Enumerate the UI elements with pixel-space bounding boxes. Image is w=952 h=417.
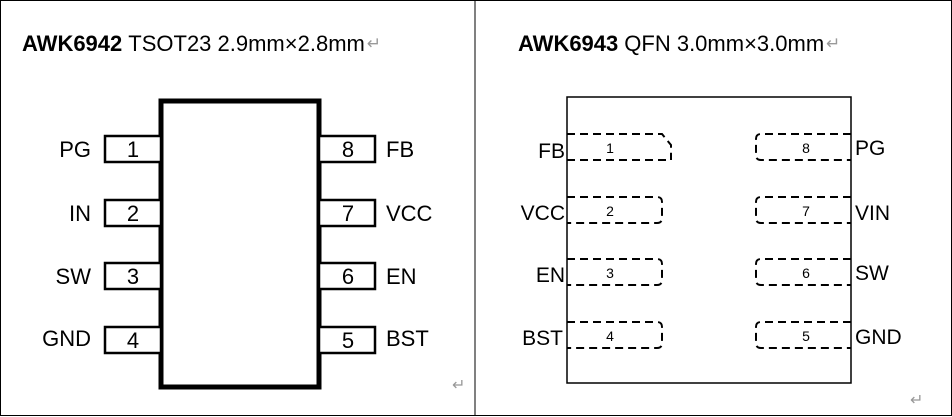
- pin-number: 7: [342, 201, 354, 226]
- qfn-pin-7: 7 VIN: [755, 196, 890, 225]
- cell-end-mark: ↵: [910, 392, 923, 409]
- pin-number: 7: [802, 203, 810, 219]
- pin-number: 6: [342, 264, 354, 289]
- tsot23-pin-4: 4 GND: [42, 325, 163, 355]
- pin-name: VIN: [855, 202, 890, 225]
- pin-name: GND: [855, 326, 902, 349]
- return-mark: ↵: [366, 34, 382, 54]
- pin-pad: [103, 134, 163, 164]
- pin-name: SW: [855, 262, 889, 285]
- pin-pad: [103, 261, 163, 291]
- tsot23-body: [158, 98, 322, 390]
- pin-pad: [755, 321, 851, 349]
- qfn-pin-4: 4 BST: [522, 321, 663, 350]
- pin-pad: [317, 134, 377, 164]
- qfn-diagram: 1 FB 2 VCC 3 EN 4 BST 8 PG 7 VIN: [521, 96, 902, 384]
- qfn-pin-1: 1 FB: [538, 133, 672, 163]
- tsot23-pin-2: 2 IN: [69, 198, 163, 228]
- pin-number: 2: [127, 201, 139, 226]
- right-package-title: AWK6943 QFN 3.0mm×3.0mm ↵: [518, 28, 840, 60]
- qfn-pin-3: 3 EN: [536, 258, 663, 287]
- pin-name: FB: [538, 140, 565, 163]
- pin-name: BST: [522, 327, 563, 350]
- pin-number: 3: [606, 265, 614, 281]
- return-mark: ↵: [826, 34, 841, 54]
- qfn-pin-5: 5 GND: [755, 321, 902, 349]
- pin-pad: [317, 261, 377, 291]
- pin-pad: [567, 196, 663, 224]
- qfn-body: [566, 96, 852, 384]
- pin-name: VCC: [521, 202, 565, 225]
- pin-number: 4: [127, 328, 139, 353]
- pin-number: 1: [606, 140, 614, 156]
- pin-number: 6: [802, 265, 810, 281]
- pin-name: BST: [386, 326, 429, 351]
- pin-pad: [103, 198, 163, 228]
- pin-pad: [755, 196, 851, 224]
- package-spec: TSOT23 2.9mm×2.8mm: [128, 31, 365, 56]
- pin-name: VCC: [386, 201, 433, 226]
- pin-pad: [317, 198, 377, 228]
- pin-number: 1: [127, 137, 139, 162]
- pin-name: EN: [386, 264, 417, 289]
- pin-name: FB: [386, 137, 414, 162]
- cell-end-mark: ↵: [452, 377, 465, 394]
- pin-number: 4: [606, 328, 614, 344]
- left-package-title: AWK6942 TSOT23 2.9mm×2.8mm ↵: [22, 28, 381, 60]
- pin-name: PG: [855, 137, 885, 160]
- pin-name: SW: [56, 264, 92, 289]
- qfn-pin-8: 8 PG: [755, 133, 885, 161]
- tsot23-pin-1: 1 PG: [59, 134, 163, 164]
- pin-number: 5: [342, 328, 354, 353]
- pin-pad: [567, 133, 672, 161]
- part-number: AWK6943: [518, 31, 619, 56]
- tsot23-diagram: 1 PG 2 IN 3 SW 4 GND 8 FB 7 VCC: [42, 98, 433, 390]
- pin-name: IN: [69, 201, 91, 226]
- pin-name: GND: [42, 326, 91, 351]
- pin-number: 8: [802, 140, 810, 156]
- qfn-pin-6: 6 SW: [755, 258, 889, 286]
- pin-pad: [567, 321, 663, 349]
- pin-name: PG: [59, 137, 91, 162]
- tsot23-pin-8: 8 FB: [317, 134, 414, 164]
- qfn-pin-2: 2 VCC: [521, 196, 663, 225]
- pin-pad: [567, 258, 663, 286]
- pin-pad: [103, 325, 163, 355]
- pin-number: 3: [127, 264, 139, 289]
- pin-pad: [755, 133, 851, 161]
- package-spec: QFN 3.0mm×3.0mm: [624, 31, 825, 56]
- pin-pad: [755, 258, 851, 286]
- tsot23-pin-3: 3 SW: [56, 261, 163, 291]
- pin-number: 5: [802, 328, 810, 344]
- pin-pad: [317, 325, 377, 355]
- pin-number: 2: [606, 203, 614, 219]
- tsot23-pin-5: 5 BST: [317, 325, 429, 355]
- pin-number: 8: [342, 137, 354, 162]
- part-number: AWK6942: [22, 31, 123, 56]
- tsot23-pin-7: 7 VCC: [317, 198, 433, 228]
- tsot23-pin-6: 6 EN: [317, 261, 417, 291]
- pin-name: EN: [536, 264, 565, 287]
